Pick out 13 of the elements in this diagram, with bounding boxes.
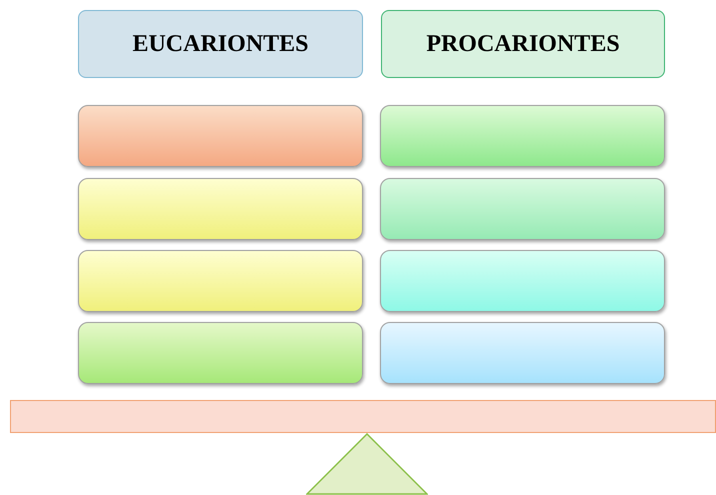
header-label: PROCARIONTES [426, 30, 620, 58]
header-label: EUCARIONTES [132, 30, 309, 58]
bar-box [78, 105, 363, 167]
bar-box [380, 178, 665, 240]
bar-box [380, 105, 665, 167]
bar-box [78, 178, 363, 240]
bar-box [78, 322, 363, 384]
header-box [381, 10, 665, 78]
bar-box [380, 250, 665, 312]
bar-box [380, 322, 665, 384]
balance-beam [10, 400, 716, 433]
bar-box [78, 250, 363, 312]
header-box [78, 10, 363, 78]
